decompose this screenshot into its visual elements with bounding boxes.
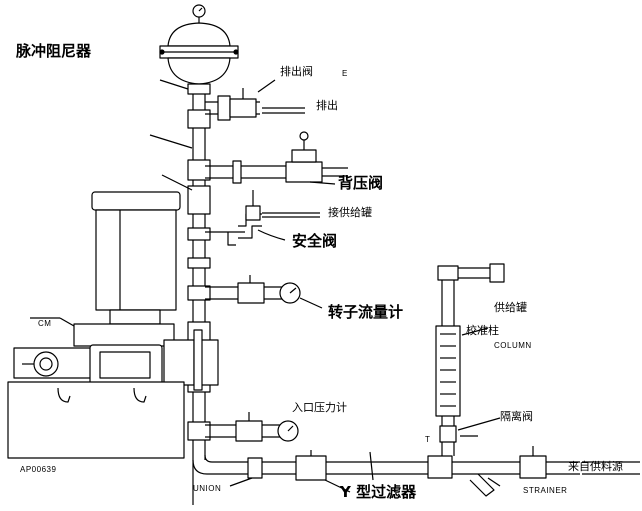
label-strainer: STRAINER xyxy=(523,486,568,495)
label-inlet-pressure-gauge: 入口压力计 xyxy=(292,401,347,414)
label-union: UNION xyxy=(193,484,222,493)
rotameter-drawing xyxy=(205,275,323,309)
label-calibration-column: 校准柱 xyxy=(466,324,499,337)
label-calibration-column-en: COLUMN xyxy=(494,341,532,350)
inlet-pressure-gauge-drawing xyxy=(205,412,299,442)
label-supply-tank: 供给罐 xyxy=(494,301,527,314)
suction-line-drawing xyxy=(192,446,640,497)
label-pulsation-dampener: 脉冲阻尼器 xyxy=(16,42,92,60)
back-pressure-valve-drawing xyxy=(205,131,348,185)
label-drain: 排出 xyxy=(316,99,338,112)
label-drawing-code: AP00639 xyxy=(20,465,57,474)
label-y-strainer: Y 型过滤器 xyxy=(340,483,417,501)
label-rotameter: 转子流量计 xyxy=(328,303,404,321)
label-isolation-valve: 隔离阀 xyxy=(500,410,533,423)
label-drain-valve: 排出阀 xyxy=(280,65,313,78)
drain-valve-drawing xyxy=(205,79,305,121)
label-back-pressure-valve: 背压阀 xyxy=(338,174,384,192)
label-from-supply-source: 来自供料源 xyxy=(568,460,623,473)
pulsation-dampener-drawing xyxy=(159,4,239,95)
label-letter-t: T xyxy=(425,435,431,444)
label-letter-e: E xyxy=(342,69,348,78)
label-safety-valve: 安全阀 xyxy=(292,232,338,250)
calibration-column-drawing xyxy=(435,263,505,456)
safety-valve-drawing xyxy=(205,190,320,246)
pump-motor-drawing xyxy=(7,191,219,459)
label-motor-plate: CM xyxy=(38,319,52,328)
label-to-supply-tank: 接供给罐 xyxy=(328,206,372,219)
